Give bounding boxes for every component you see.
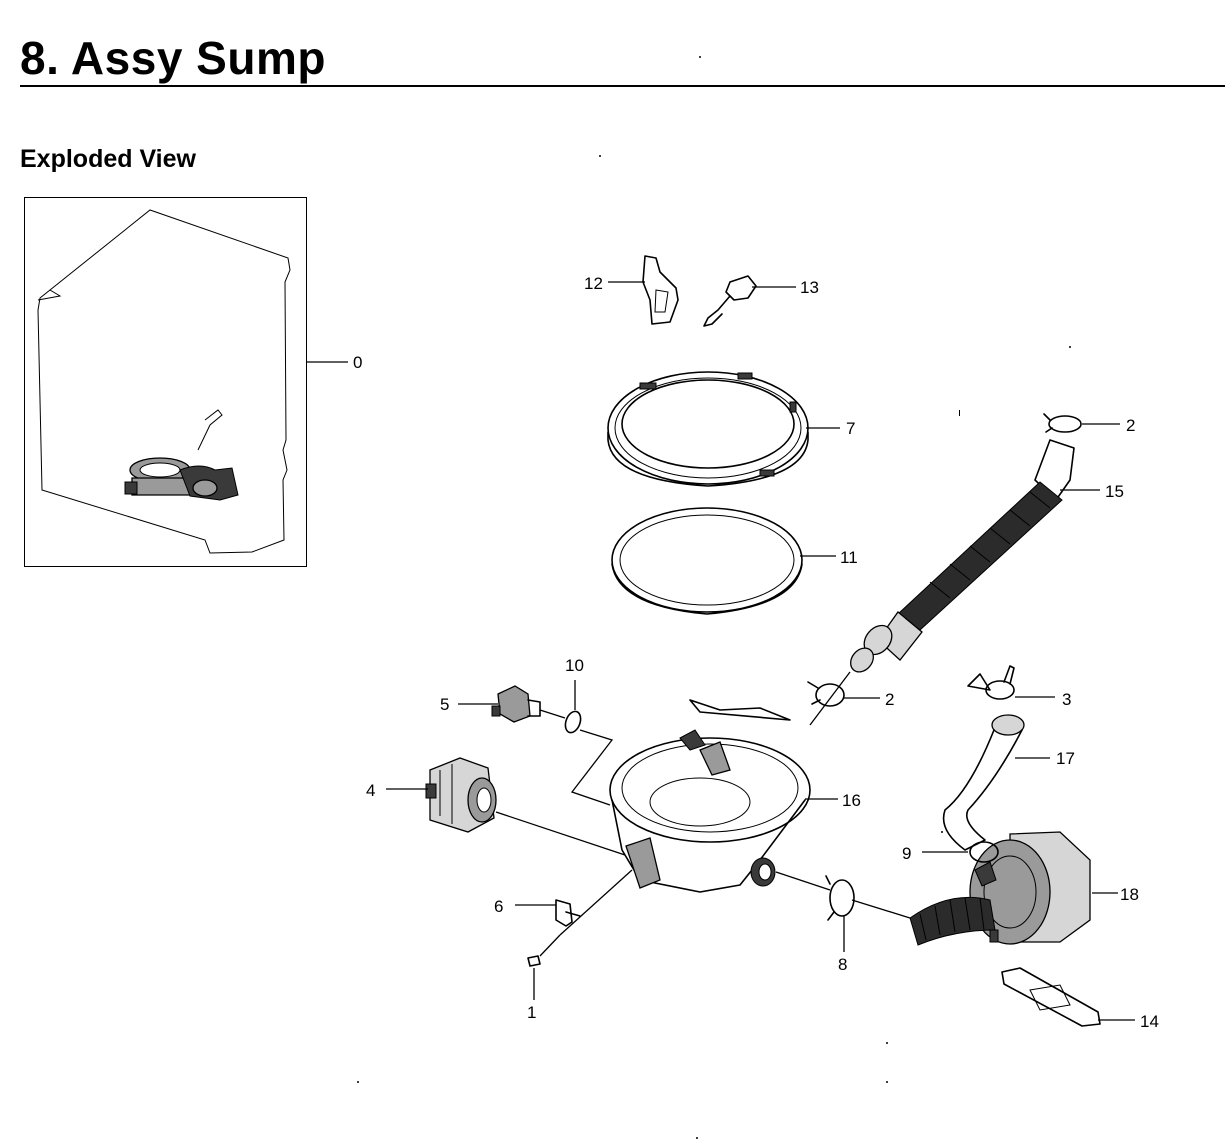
- callout-15: 15: [1105, 482, 1124, 501]
- callout-16: 16: [842, 791, 861, 810]
- part-2-hose-clamp-top: [1043, 413, 1082, 433]
- callout-0: 0: [353, 353, 362, 372]
- part-16-sump-housing: [609, 699, 811, 893]
- callout-2-middle: 2: [885, 690, 894, 709]
- callout-2-top: 2: [1126, 416, 1135, 435]
- part-5-sensor: [491, 685, 541, 723]
- part-13-sensor-clip: [703, 275, 757, 327]
- part-3-spring-clip: [967, 665, 1015, 700]
- title-underline: [20, 85, 1225, 87]
- part-1-screw: [527, 955, 541, 967]
- scan-speck-dots: [357, 56, 1071, 1139]
- callout-7: 7: [846, 419, 855, 438]
- thumbnail-tub-outline: [37, 209, 291, 554]
- callout-10: 10: [565, 656, 584, 675]
- part-12-bracket: [642, 255, 679, 325]
- page-title: 8. Assy Sump: [20, 32, 326, 84]
- callout-9: 9: [902, 844, 911, 863]
- callout-12: 12: [584, 274, 603, 293]
- callout-4: 4: [366, 781, 375, 800]
- callout-5: 5: [440, 695, 449, 714]
- part-14-mount-bracket: [1001, 967, 1101, 1027]
- part-4-motor: [425, 757, 497, 833]
- thumbnail-sump-assembly: [124, 409, 239, 501]
- callout-18: 18: [1120, 885, 1139, 904]
- callout-8: 8: [838, 955, 847, 974]
- callout-3: 3: [1062, 690, 1071, 709]
- part-10-o-ring: [564, 710, 582, 734]
- part-7-filter-ring: [607, 371, 809, 487]
- part-17-hose: [942, 714, 1025, 851]
- overview-thumbnail-frame: [24, 197, 307, 567]
- part-8-clamp: [825, 875, 855, 921]
- part-15-drain-hose: [809, 439, 1075, 726]
- callout-11: 11: [840, 548, 858, 567]
- part-2-hose-clamp-middle: [807, 681, 845, 707]
- part-9-clamp: [969, 841, 999, 863]
- callout-6: 6: [494, 897, 503, 916]
- part-11-gasket: [611, 507, 803, 615]
- part-6-bracket: [555, 899, 581, 927]
- part-18-pump-motor: [909, 831, 1091, 946]
- callout-14: 14: [1140, 1012, 1159, 1031]
- callout-1: 1: [527, 1003, 536, 1022]
- callout-17: 17: [1056, 749, 1075, 768]
- callout-13: 13: [800, 278, 819, 297]
- section-subtitle: Exploded View: [20, 145, 196, 173]
